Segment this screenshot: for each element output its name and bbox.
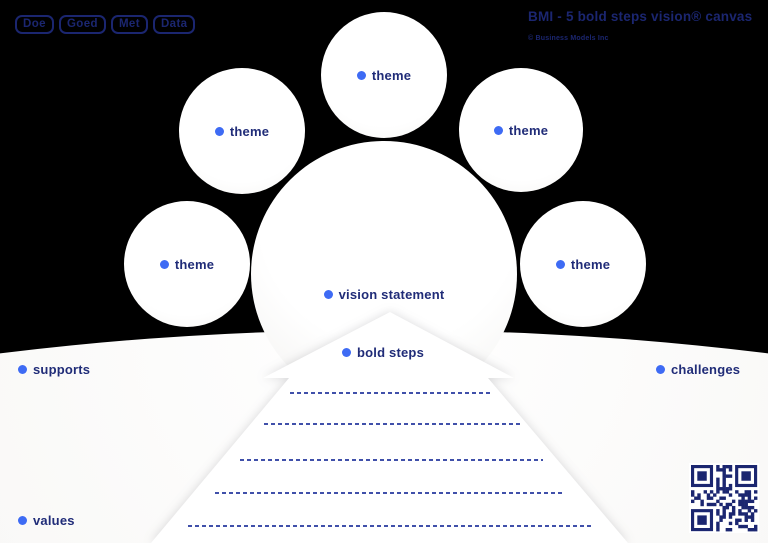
- qr-code: [689, 463, 759, 533]
- bold-steps-label: bold steps: [342, 345, 424, 360]
- challenges-label: challenges: [656, 362, 740, 377]
- bold-step-line-3[interactable]: [240, 459, 543, 461]
- theme-label: theme: [356, 67, 412, 83]
- supports-label: supports: [18, 362, 90, 377]
- theme-label: theme: [159, 256, 215, 272]
- theme-text: theme: [508, 122, 549, 138]
- bullet-dot-icon: [555, 259, 565, 269]
- badge-met: Met: [110, 15, 148, 34]
- bullet-dot-icon: [18, 516, 27, 525]
- vision-statement-text: vision statement: [338, 287, 445, 302]
- bullet-dot-icon: [356, 70, 366, 80]
- bullet-dot-icon: [18, 365, 27, 374]
- theme-text: theme: [229, 123, 270, 139]
- copyright-text: © Business Models Inc: [528, 35, 609, 42]
- theme-text: theme: [570, 256, 611, 272]
- supports-text: supports: [33, 362, 91, 377]
- bold-step-line-4[interactable]: [215, 492, 565, 494]
- canvas-title: BMI - 5 bold steps vision® canvas: [528, 9, 753, 24]
- badge-data: Data: [152, 15, 196, 34]
- values-text: values: [33, 513, 75, 528]
- theme-label: theme: [493, 122, 549, 138]
- bullet-dot-icon: [323, 290, 333, 299]
- bullet-dot-icon: [159, 259, 169, 269]
- brand-badges: Doe Goed Met Data: [15, 15, 196, 34]
- bold-step-line-5[interactable]: [188, 525, 592, 527]
- bullet-dot-icon: [342, 348, 351, 357]
- bullet-dot-icon: [493, 125, 503, 135]
- theme-circle-upper-right[interactable]: theme: [459, 68, 583, 192]
- theme-circle-mid-right[interactable]: theme: [520, 201, 646, 327]
- vision-circle[interactable]: vision statement: [251, 141, 517, 407]
- badge-goed: Goed: [58, 15, 106, 34]
- values-label: values: [18, 513, 75, 528]
- bold-steps-text: bold steps: [357, 345, 425, 360]
- bullet-dot-icon: [656, 365, 665, 374]
- theme-circle-top[interactable]: theme: [321, 12, 447, 138]
- theme-label: theme: [555, 256, 611, 272]
- bold-step-line-2[interactable]: [264, 423, 520, 425]
- badge-doe: Doe: [15, 15, 54, 34]
- theme-text: theme: [371, 67, 412, 83]
- theme-circle-upper-left[interactable]: theme: [179, 68, 305, 194]
- theme-text: theme: [174, 256, 215, 272]
- challenges-text: challenges: [671, 362, 741, 377]
- bold-step-line-1[interactable]: [290, 392, 490, 394]
- theme-circle-mid-left[interactable]: theme: [124, 201, 250, 327]
- bullet-dot-icon: [214, 126, 224, 136]
- vision-statement-label: vision statement: [251, 287, 517, 302]
- theme-label: theme: [214, 123, 270, 139]
